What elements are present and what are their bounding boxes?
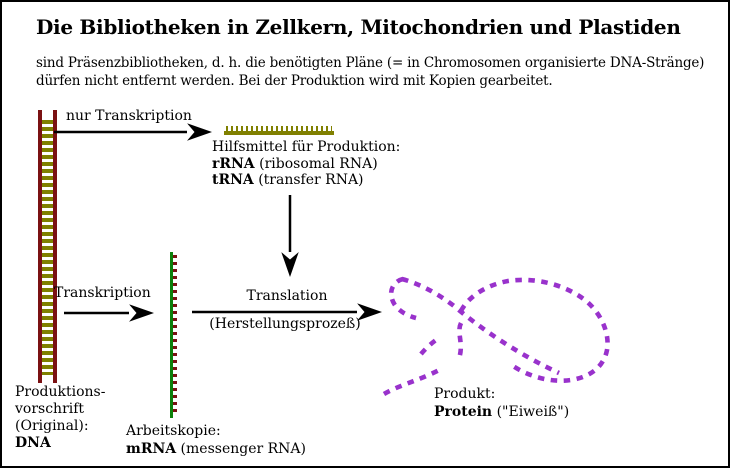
subtitle-line1: sind Präsenzbibliotheken, d. h. die benö… [36,55,705,71]
rrna-line: rRNA (ribosomal RNA) [212,156,400,173]
subtitle-line2: dürfen nicht entfernt werden. Bei der Pr… [36,73,553,89]
product-caption: Produkt: Protein ("Eiweiß") [434,385,569,421]
dna-caption-line2: vorschrift [15,401,85,417]
mrna-strand-icon [170,252,178,418]
protein-desc: ("Eiweiß") [492,404,570,420]
nur-transkription-label: nur Transkription [66,108,192,124]
dna-rail-left [38,110,42,383]
product-caption-line2: Protein ("Eiweiß") [434,403,569,421]
mrna-caption-line1: Arbeitskopie: [126,423,221,439]
mrna-line [170,252,173,418]
dna-rail-right [53,110,57,383]
subtitle: sind Präsenzbibliotheken, d. h. die benö… [36,54,704,90]
mrna-desc: (messenger RNA) [176,441,307,457]
rrna-bar [224,131,334,135]
rrna-trna-strand-icon [224,126,334,135]
trna-term: tRNA [212,172,254,188]
dna-caption: Produktions- vorschrift (Original): DNA [15,384,105,452]
dna-double-strand-icon [38,110,57,383]
product-caption-line1: Produkt: [434,386,496,402]
protein-chain-icon [382,276,610,396]
mrna-term: mRNA [126,441,177,457]
dna-term: DNA [15,435,51,451]
translation-label: Translation [246,288,328,304]
mrna-caption: Arbeitskopie: mRNA (messenger RNA) [126,422,306,458]
translation-sublabel: (Herstellungsprozeß) [209,316,361,332]
helper-products-block: Hilfsmittel für Produktion: rRNA (riboso… [212,139,400,189]
mrna-teeth [173,255,177,415]
protein-term: Protein [434,404,493,420]
mrna-caption-line2: mRNA (messenger RNA) [126,440,306,458]
dna-caption-line3: (Original): [15,418,89,434]
dna-rungs [41,120,54,375]
rrna-teeth [226,126,332,131]
transkription-label: Transkription [54,285,151,301]
page-title: Die Bibliotheken in Zellkern, Mitochondr… [36,15,681,39]
helper-heading: Hilfsmittel für Produktion: [212,139,401,155]
rrna-term: rRNA [212,155,255,172]
trna-line: tRNA (transfer RNA) [212,172,400,189]
rrna-desc: (ribosomal RNA) [254,155,378,172]
trna-desc: (transfer RNA) [253,172,364,188]
dna-caption-line1: Produktions- [15,384,106,400]
